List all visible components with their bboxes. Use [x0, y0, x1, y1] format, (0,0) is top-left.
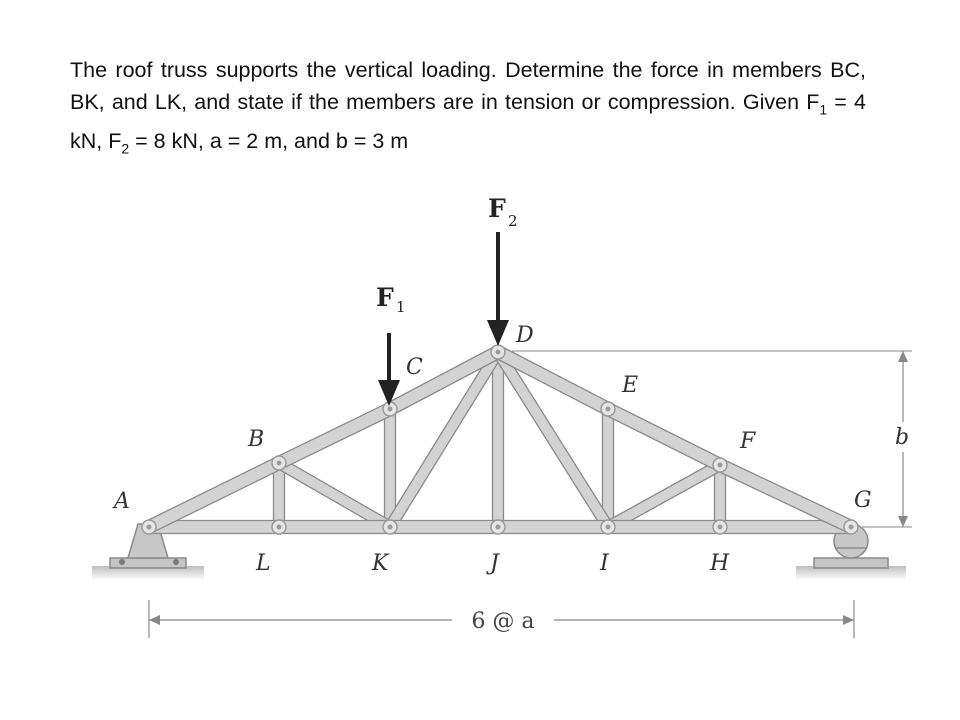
joint-label-c: C — [406, 355, 423, 380]
joint-label-h: H — [709, 551, 730, 576]
pin-center-d — [495, 349, 501, 355]
joint-label-i: I — [599, 551, 610, 576]
pin-center-h — [717, 524, 723, 530]
truss-members — [145, 345, 855, 535]
pin-center-a — [146, 524, 152, 530]
height-label: b — [895, 425, 909, 450]
joint-label-g: G — [854, 488, 872, 513]
joint-label-b: B — [247, 427, 264, 452]
load-f2-symbol: F — [488, 194, 506, 223]
joint-label-a: A — [112, 489, 130, 514]
span-dimension: 6 @ a — [148, 600, 855, 638]
load-f1: F 1 — [376, 283, 406, 406]
pin-center-i — [605, 524, 611, 530]
member-bc — [275, 402, 394, 470]
pin-center-e — [605, 406, 611, 412]
pin-center-c — [387, 406, 393, 412]
pin-center-k — [387, 524, 393, 530]
problem-statement: The roof truss supports the vertical loa… — [70, 54, 866, 165]
member-kj — [389, 519, 499, 535]
pin-center-l — [276, 524, 282, 530]
joint-label-f: F — [739, 429, 756, 454]
member-ei — [601, 408, 615, 528]
member-ji — [497, 519, 609, 535]
problem-text-2: = 4 kN, F — [70, 90, 866, 154]
joint-label-l: L — [255, 551, 271, 576]
joint-label-d: D — [515, 323, 534, 348]
load-f1-symbol: F — [376, 283, 394, 312]
member-ih — [607, 519, 721, 535]
joint-label-j: J — [486, 551, 500, 576]
pin-support-a — [92, 523, 204, 580]
member-ef — [604, 402, 724, 472]
load-f2-sub: 2 — [508, 212, 518, 230]
height-dimension: b — [512, 350, 912, 528]
pin-center-g — [848, 524, 854, 530]
subscript-2: 2 — [121, 140, 130, 157]
problem-text-1: The roof truss supports the vertical loa… — [70, 58, 866, 114]
subscript-1: 1 — [819, 101, 828, 118]
load-f2: F 2 — [487, 194, 518, 346]
joint-label-e: E — [621, 373, 638, 398]
joint-label-k: K — [371, 551, 390, 576]
span-label: 6 @ a — [471, 609, 534, 634]
pin-center-b — [276, 460, 282, 466]
problem-text-3: = 8 kN, a = 2 m, and b = 3 m — [129, 129, 409, 154]
truss-pins — [141, 344, 859, 535]
load-f1-sub: 1 — [396, 298, 406, 316]
member-lk — [278, 519, 391, 535]
pin-center-j — [495, 524, 501, 530]
member-dj — [491, 351, 505, 528]
pin-center-f — [717, 462, 723, 468]
